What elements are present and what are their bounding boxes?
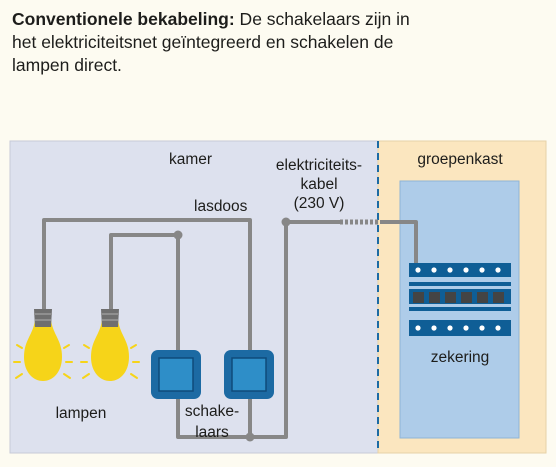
fuse-row-bottom xyxy=(409,320,511,336)
junction-dot xyxy=(173,230,183,240)
switches-label-line2: laars xyxy=(195,424,229,441)
fuse-row-middle xyxy=(409,282,511,311)
room-label: kamer xyxy=(169,151,212,168)
cable-label-line2: kabel xyxy=(300,176,337,193)
junction-dot xyxy=(281,217,291,227)
switch-right xyxy=(224,350,274,399)
room-area xyxy=(9,140,379,454)
fuse-label: zekering xyxy=(431,349,490,366)
wires xyxy=(42,218,418,439)
lamp-right xyxy=(80,309,140,381)
intro-body: De schakelaars zijn in het elektriciteit… xyxy=(12,9,410,75)
switch-left xyxy=(151,350,201,399)
fuse-row-top xyxy=(409,263,511,277)
junction-box-label: lasdoos xyxy=(194,198,248,215)
intro-text: Conventionele bekabeling: De schakelaars… xyxy=(12,8,432,77)
cable-label-line1: elektriciteits- xyxy=(276,157,362,174)
switches-label-line1: schake- xyxy=(185,403,239,420)
lamp-left xyxy=(13,309,73,381)
fusebox-label: groepenkast xyxy=(417,151,503,168)
intro-bold: Conventionele bekabeling: xyxy=(12,9,235,29)
cable-label-line3: (230 V) xyxy=(294,195,345,212)
junction-dot xyxy=(245,432,255,442)
lamps-label: lampen xyxy=(56,405,107,422)
